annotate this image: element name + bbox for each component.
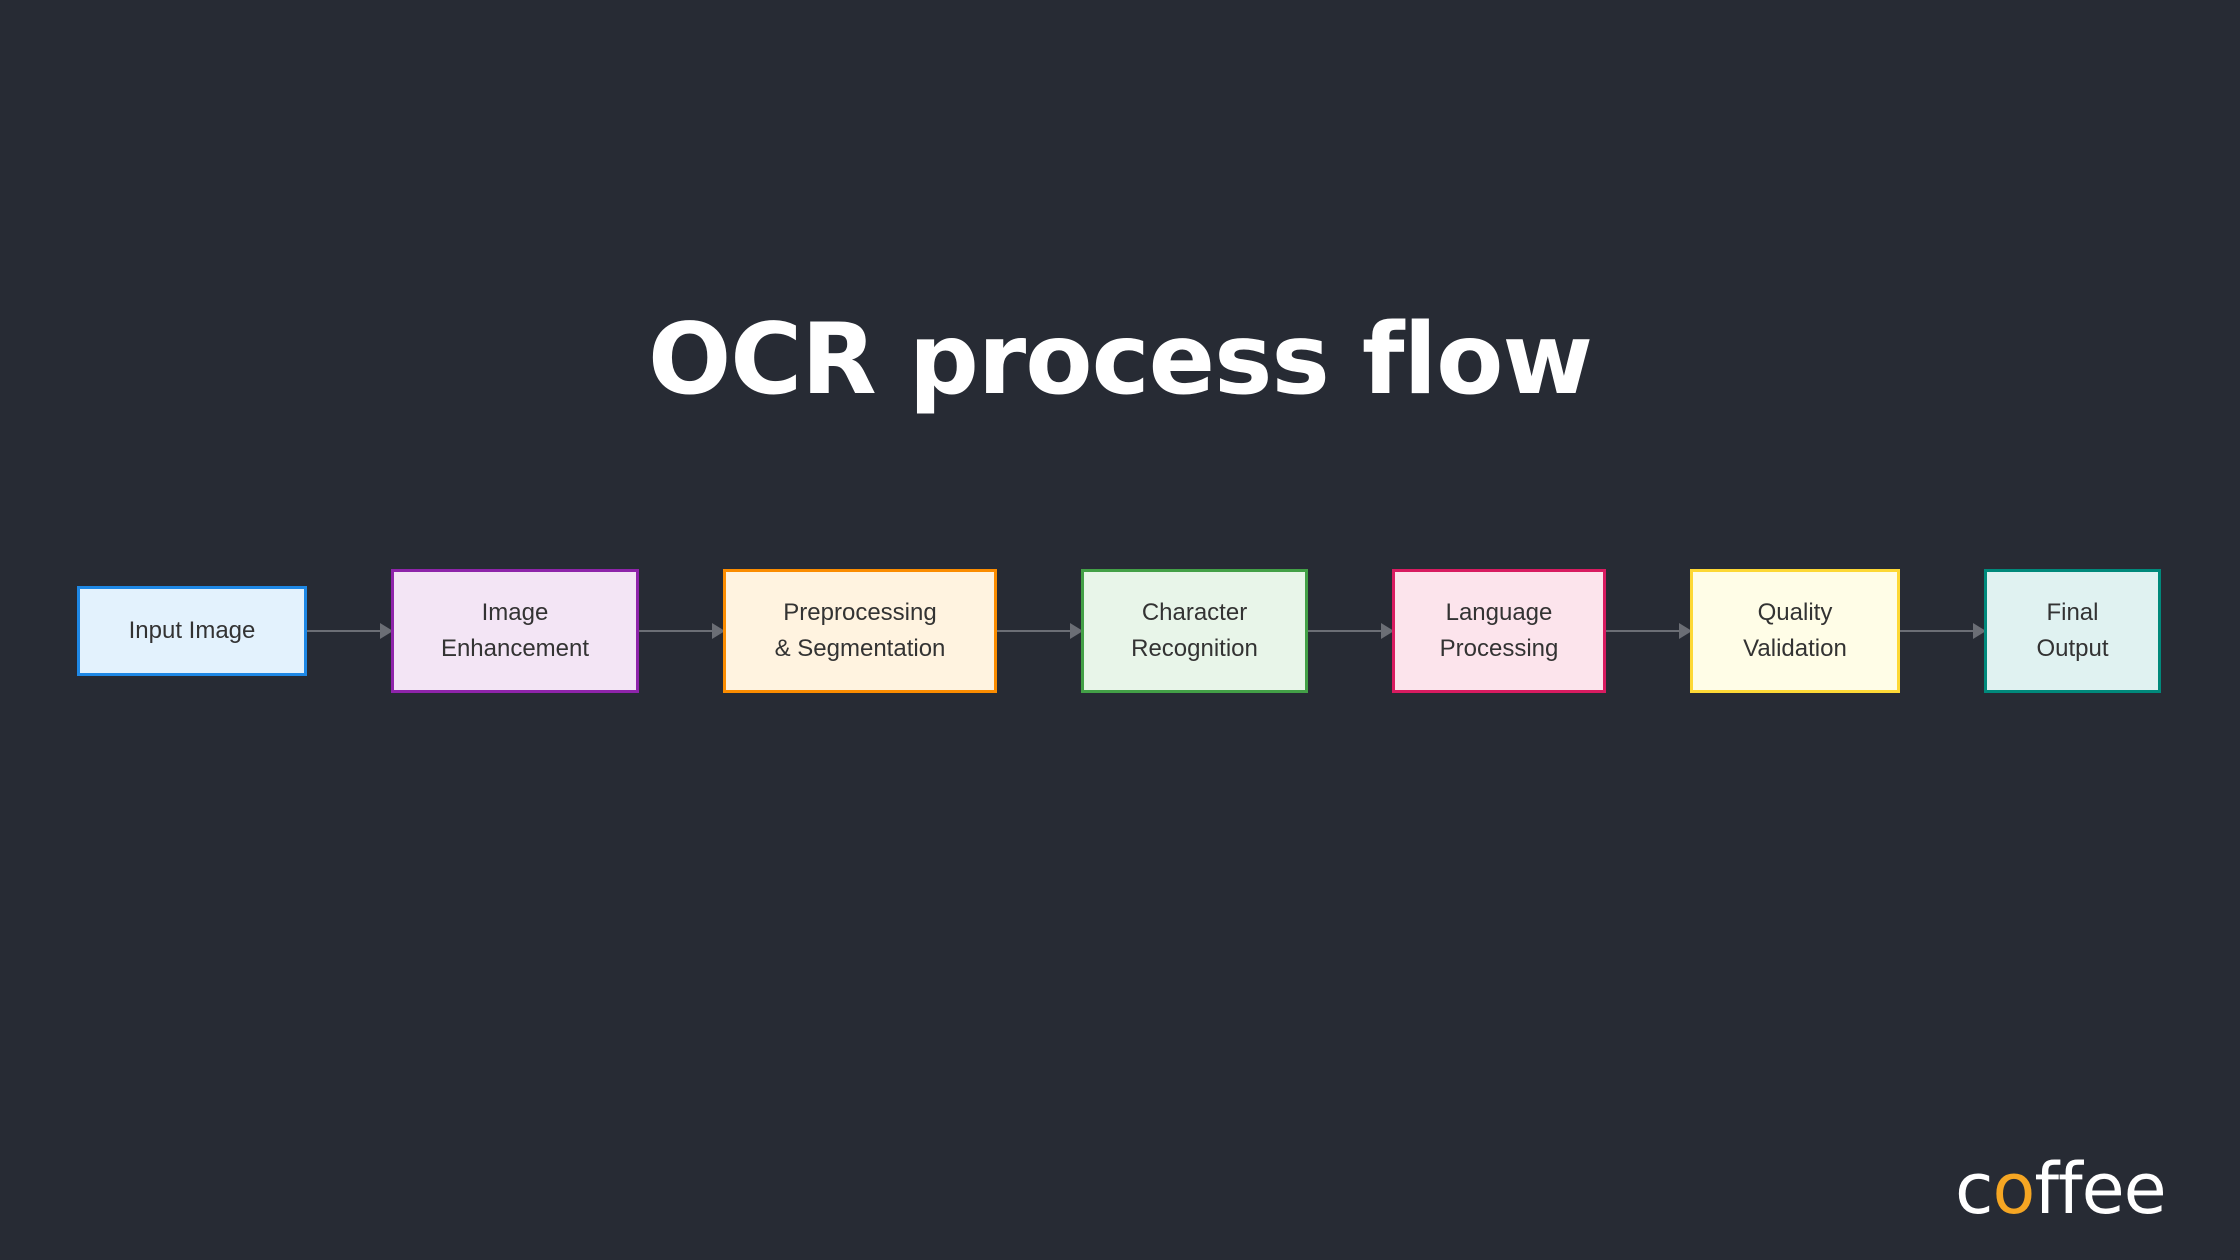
arrow-6 bbox=[1900, 623, 1986, 639]
node-language-processing: Language Processing bbox=[1392, 569, 1606, 693]
arrow-1 bbox=[307, 623, 393, 639]
coffee-logo-text: coffee bbox=[1955, 1148, 2166, 1228]
node-input-image: Input Image bbox=[77, 586, 307, 676]
node-character-recognition: Character Recognition bbox=[1081, 569, 1308, 693]
logo-o: o bbox=[1993, 1148, 2035, 1228]
page-title: OCR process flow bbox=[647, 303, 1593, 417]
arrow-5 bbox=[1606, 623, 1692, 639]
node-quality-validation: Quality Validation bbox=[1690, 569, 1900, 693]
coffee-logo: coffee bbox=[1955, 1148, 2185, 1230]
node-final-output: Final Output bbox=[1984, 569, 2161, 693]
logo-ffee: ffee bbox=[2034, 1148, 2165, 1228]
node-preprocessing-segmentation: Preprocessing & Segmentation bbox=[723, 569, 997, 693]
coffee-logo-mark: coffee bbox=[1955, 1148, 2167, 1230]
arrow-3 bbox=[997, 623, 1083, 639]
arrow-2 bbox=[639, 623, 725, 639]
node-image-enhancement: Image Enhancement bbox=[391, 569, 639, 693]
logo-c: c bbox=[1955, 1148, 1993, 1228]
arrow-4 bbox=[1308, 623, 1394, 639]
